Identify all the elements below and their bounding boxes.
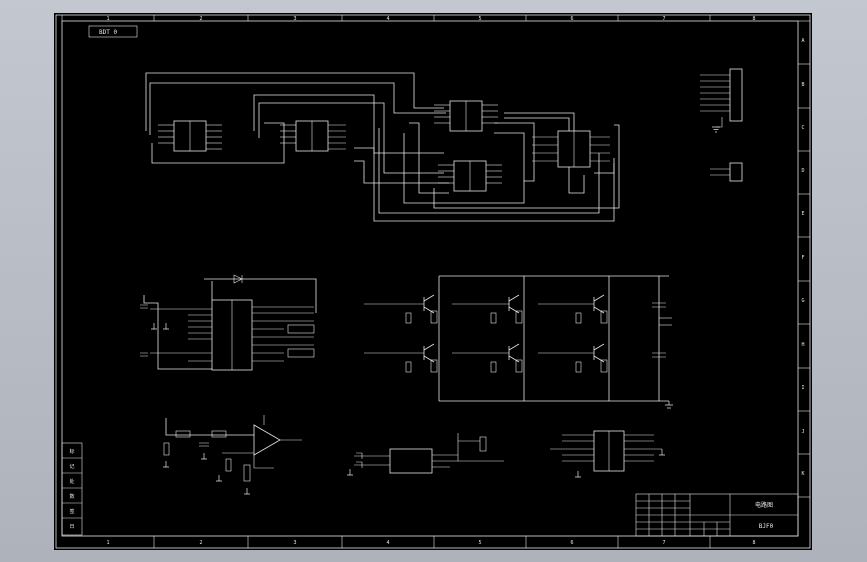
resistor-icon: [287, 348, 315, 358]
top-grid-labels: 1 2 3 4 5 6 7 8: [61, 15, 756, 22]
capacitor-icon: [652, 302, 666, 308]
driver-stage: [364, 275, 673, 409]
ground-icon: [163, 323, 169, 330]
col-label-top: 1: [106, 16, 109, 22]
ground-icon: [347, 469, 353, 476]
interface-chip: [389, 448, 433, 474]
connector-header-mid: [710, 162, 743, 182]
mcu-block: [140, 274, 317, 371]
title-block-code: BJF0: [759, 523, 774, 530]
row-label: A: [801, 38, 804, 44]
ground-icon: [201, 453, 207, 460]
drawing-tag: BDT 0: [88, 25, 138, 38]
resistor-icon: [479, 436, 487, 452]
transistor-icon: [423, 294, 435, 314]
revision-cell: 标: [69, 448, 74, 455]
resistor-icon: [225, 458, 232, 472]
row-label: C: [801, 125, 804, 131]
row-label: J: [801, 429, 804, 435]
row-label: I: [801, 385, 804, 391]
col-label-bottom: 7: [662, 540, 665, 546]
title-block-name: 电路图: [755, 501, 773, 509]
resistor-icon: [243, 464, 251, 482]
col-label-top: 6: [570, 16, 573, 22]
interface-block: [347, 433, 504, 476]
revision-cell: 日: [69, 524, 74, 530]
revision-cell: 记: [69, 463, 74, 470]
col-label-bottom: 3: [293, 540, 296, 546]
capacitor-icon: [140, 304, 148, 309]
row-label: B: [801, 82, 804, 88]
logic-chip-network: [145, 72, 620, 222]
ground-icon: [659, 449, 665, 456]
col-label-top: 4: [386, 16, 389, 22]
opamp-stage: [163, 415, 302, 495]
row-label: K: [801, 471, 804, 477]
opamp-icon: [253, 424, 281, 456]
connector-header-top: [700, 68, 743, 133]
ground-icon: [163, 461, 169, 468]
row-label: H: [801, 342, 804, 348]
right-grid-labels: A B C D E F G H I J K: [798, 20, 810, 498]
ground-icon: [216, 475, 222, 482]
drawing-sheet[interactable]: 1 2 3 4 5 6 7 8 1 2 3 4: [54, 13, 812, 550]
row-label: G: [801, 298, 804, 304]
col-label-top: 2: [199, 16, 202, 22]
title-block[interactable]: 电路图 BJF0: [635, 493, 799, 537]
resistor-icon: [163, 442, 170, 456]
col-label-top: 3: [293, 16, 296, 22]
col-label-bottom: 1: [106, 540, 109, 546]
ground-icon: [151, 323, 157, 330]
resistor-icon: [175, 430, 191, 438]
bottom-grid-labels: 1 2 3 4 5 6 7 8: [106, 536, 756, 548]
sheet-outer-border: [55, 14, 811, 549]
col-label-bottom: 4: [386, 540, 389, 546]
revision-strip: 标 记 处 数 签 日: [61, 442, 83, 536]
ground-icon: [665, 401, 673, 409]
capacitor-icon: [652, 352, 666, 358]
col-label-bottom: 6: [570, 540, 573, 546]
schematic-canvas: 1 2 3 4 5 6 7 8 1 2 3 4: [55, 14, 811, 549]
resistor-icon: [211, 430, 227, 438]
col-label-bottom: 5: [478, 540, 481, 546]
transistor-icon: [508, 343, 520, 363]
ground-icon: [712, 126, 720, 133]
output-block: [550, 430, 665, 478]
transistor-icon: [593, 294, 605, 314]
revision-cell: 数: [69, 493, 74, 500]
revision-cell: 处: [69, 478, 74, 485]
ground-icon: [575, 471, 581, 478]
sheet-inner-border: [61, 20, 799, 537]
transistor-icon: [593, 343, 605, 363]
row-label: F: [801, 255, 804, 261]
col-label-top: 8: [752, 16, 755, 22]
col-label-bottom: 2: [199, 540, 202, 546]
resistor-icon: [287, 324, 315, 334]
capacitor-icon: [199, 442, 209, 447]
col-label-bottom: 8: [752, 540, 755, 546]
row-label: E: [801, 211, 804, 217]
transistor-icon: [508, 294, 520, 314]
diode-icon: [233, 274, 243, 284]
transistor-icon: [423, 343, 435, 363]
revision-cell: 签: [69, 508, 74, 515]
col-label-top: 5: [478, 16, 481, 22]
drawing-tag-text: BDT 0: [99, 29, 117, 36]
ground-icon: [244, 488, 250, 495]
capacitor-icon: [140, 352, 148, 357]
row-label: D: [801, 168, 804, 174]
col-label-top: 7: [662, 16, 665, 22]
